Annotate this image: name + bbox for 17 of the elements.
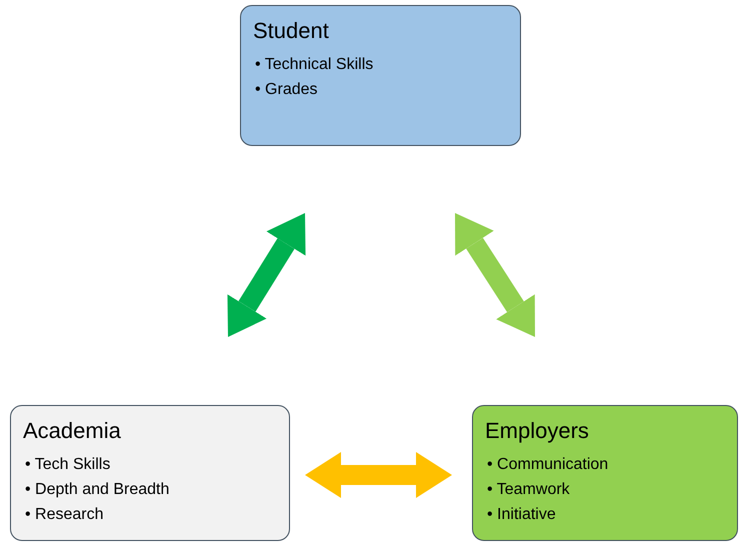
bullet-item: • Grades xyxy=(255,80,319,100)
rounded-box xyxy=(472,405,738,541)
rounded-box xyxy=(240,5,521,146)
bullet-item: • Depth and Breadth xyxy=(25,480,170,500)
box-heading: Student xyxy=(253,17,330,45)
bullet-item: • Teamwork xyxy=(487,480,571,500)
box-heading: Academia xyxy=(23,417,122,445)
bullet-item: • Tech Skills xyxy=(25,455,112,475)
bullet-item: • Research xyxy=(25,505,105,525)
box-heading: Employers xyxy=(485,417,590,445)
bullet-item: • Technical Skills xyxy=(255,55,374,75)
double-arrow xyxy=(305,452,452,498)
bullet-item: • Communication xyxy=(487,455,610,475)
bullet-item: • Initiative xyxy=(487,505,557,525)
double-arrow xyxy=(455,213,535,337)
rounded-box xyxy=(10,405,290,541)
double-arrow xyxy=(227,213,306,337)
